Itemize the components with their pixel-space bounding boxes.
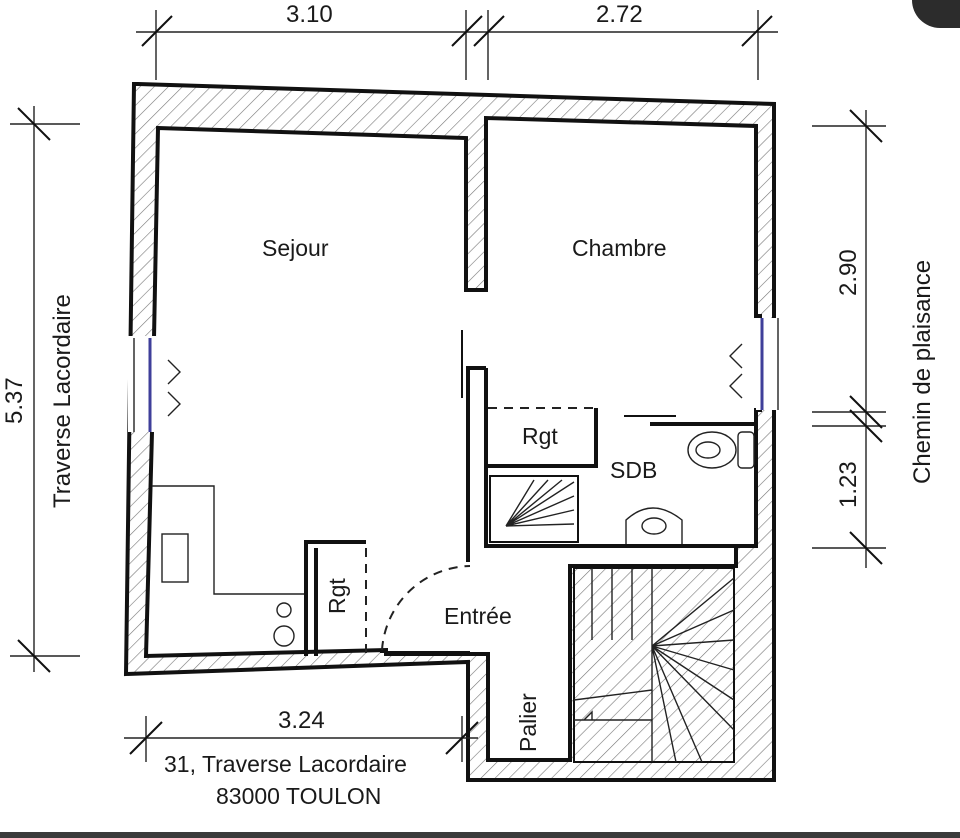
- outer-wall-hatch: [123, 82, 776, 782]
- street-label-right: Chemin de plaisance: [909, 260, 936, 484]
- dimension-ticks-bottom: [129, 721, 479, 755]
- room-label-entree: Entrée: [444, 603, 512, 629]
- address-line-1: 31, Traverse Lacordaire: [164, 751, 407, 777]
- dimension-ticks-top: [141, 15, 773, 47]
- dimension-top-left: 3.10: [286, 1, 333, 28]
- entry-closet-wall: [304, 540, 366, 656]
- toilet-bowl: [687, 431, 737, 469]
- dimension-ticks-left: [17, 107, 51, 673]
- cooktop-small: [276, 602, 292, 618]
- kitchen-counter: [152, 485, 306, 595]
- dimension-line-top: [136, 10, 778, 80]
- cooktop-large: [273, 625, 295, 647]
- stair-treads: [573, 568, 735, 763]
- washbasin-bowl: [641, 517, 667, 535]
- street-label-left: Traverse Lacordaire: [49, 294, 76, 508]
- dimension-line-left: [10, 106, 80, 672]
- room-label-sdb: SDB: [610, 457, 657, 483]
- dimension-right-top: 2.90: [835, 249, 862, 296]
- dimension-ticks-right: [849, 109, 883, 565]
- dimension-line-right: [812, 110, 886, 568]
- washbasin: [625, 507, 683, 544]
- dimension-bottom: 3.24: [278, 707, 325, 734]
- bottom-edge-bar: [0, 832, 960, 838]
- dimension-right-bottom: 1.23: [835, 461, 862, 508]
- shower-lines: [505, 479, 575, 527]
- bathroom-partition: [466, 366, 756, 562]
- room-label-sejour: Sejour: [262, 235, 329, 261]
- right-window-gap: [756, 318, 780, 410]
- toilet-seat: [695, 441, 721, 459]
- stair-arrow: [583, 710, 593, 721]
- dimension-top-right: 2.72: [596, 1, 643, 28]
- kitchen-sink: [161, 533, 189, 583]
- left-window-gap: [128, 336, 156, 432]
- room-label-palier: Palier: [515, 693, 541, 752]
- room-label-rgt-bath: Rgt: [522, 423, 558, 449]
- room-label-chambre: Chambre: [572, 235, 667, 261]
- toilet-tank: [737, 431, 755, 469]
- shower-tray: [489, 475, 579, 543]
- room-label-rgt-entry: Rgt: [324, 578, 350, 614]
- entry-door-swing: [381, 565, 471, 651]
- bath-closet-wall: [488, 408, 598, 468]
- stair-well: [573, 567, 735, 763]
- left-window-swing: [167, 359, 181, 417]
- right-window-swing: [729, 343, 743, 399]
- address-line-2: 83000 TOULON: [216, 783, 381, 809]
- dimension-left: 5.37: [1, 377, 28, 424]
